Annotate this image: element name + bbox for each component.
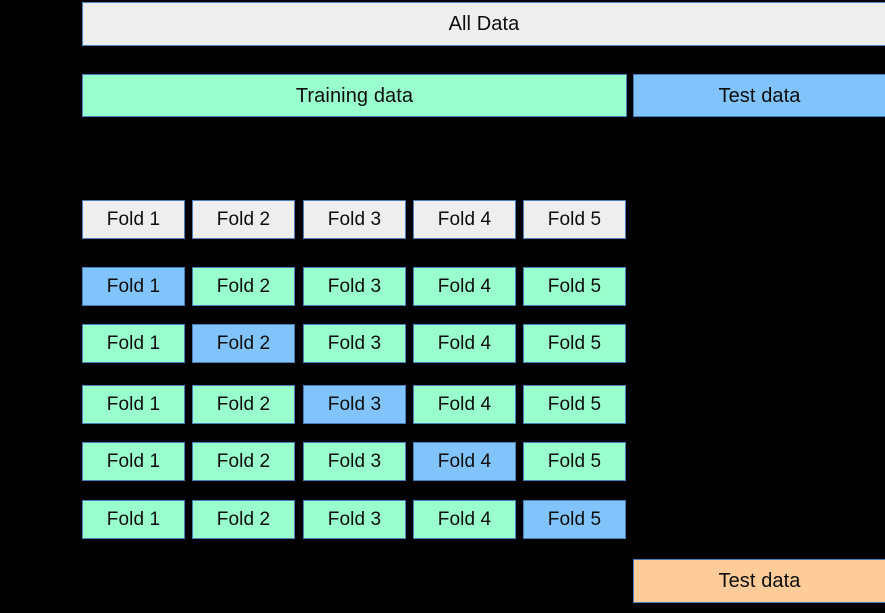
fold-cell-split-1-4: Fold 4: [413, 267, 516, 306]
fold-cell-label: Fold 2: [216, 333, 271, 354]
fold-cell-split-5-4: Fold 4: [413, 500, 516, 539]
fold-cell-folds-unassigned-2: Fold 2: [192, 200, 295, 239]
fold-cell-split-5-1: Fold 1: [82, 500, 185, 539]
fold-cell-label: Fold 3: [327, 394, 382, 415]
fold-cell-label: Fold 4: [437, 276, 492, 297]
fold-cell-split-3-5: Fold 5: [523, 385, 626, 424]
fold-cell-split-2-4: Fold 4: [413, 324, 516, 363]
fold-cell-label: Fold 5: [547, 451, 602, 472]
fold-cell-split-4-2: Fold 2: [192, 442, 295, 481]
fold-cell-label: Fold 4: [437, 333, 492, 354]
fold-cell-label: Fold 1: [106, 394, 161, 415]
fold-cell-split-3-2: Fold 2: [192, 385, 295, 424]
fold-cell-label: Fold 5: [547, 333, 602, 354]
fold-cell-folds-unassigned-1: Fold 1: [82, 200, 185, 239]
fold-cell-split-4-3: Fold 3: [303, 442, 406, 481]
fold-cell-split-5-2: Fold 2: [192, 500, 295, 539]
fold-cell-label: Fold 4: [437, 394, 492, 415]
fold-cell-split-4-5: Fold 5: [523, 442, 626, 481]
fold-cell-label: Fold 3: [327, 276, 382, 297]
fold-cell-label: Fold 2: [216, 276, 271, 297]
fold-cell-label: Fold 3: [327, 209, 382, 230]
fold-cell-split-1-1: Fold 1: [82, 267, 185, 306]
fold-cell-split-3-4: Fold 4: [413, 385, 516, 424]
fold-cell-label: Fold 2: [216, 451, 271, 472]
all-data-label: All Data: [448, 13, 520, 35]
fold-cell-label: Fold 1: [106, 209, 161, 230]
fold-cell-split-2-2: Fold 2: [192, 324, 295, 363]
final-test-data-label: Test data: [718, 570, 801, 592]
fold-cell-split-4-1: Fold 1: [82, 442, 185, 481]
fold-cell-split-1-3: Fold 3: [303, 267, 406, 306]
final-test-data-box: Test data: [633, 559, 885, 603]
fold-cell-split-1-5: Fold 5: [523, 267, 626, 306]
fold-cell-label: Fold 1: [106, 451, 161, 472]
fold-cell-label: Fold 5: [547, 276, 602, 297]
fold-cell-label: Fold 1: [106, 276, 161, 297]
test-data-box: Test data: [633, 74, 885, 117]
fold-cell-label: Fold 1: [106, 509, 161, 530]
fold-cell-label: Fold 4: [437, 451, 492, 472]
fold-cell-split-2-3: Fold 3: [303, 324, 406, 363]
fold-cell-split-5-3: Fold 3: [303, 500, 406, 539]
fold-cell-folds-unassigned-5: Fold 5: [523, 200, 626, 239]
all-data-box: All Data: [82, 2, 885, 46]
fold-cell-label: Fold 3: [327, 333, 382, 354]
fold-cell-split-2-5: Fold 5: [523, 324, 626, 363]
fold-cell-label: Fold 3: [327, 509, 382, 530]
fold-cell-label: Fold 2: [216, 209, 271, 230]
fold-cell-split-5-5: Fold 5: [523, 500, 626, 539]
fold-cell-folds-unassigned-4: Fold 4: [413, 200, 516, 239]
test-data-label: Test data: [718, 84, 801, 107]
fold-cell-split-3-1: Fold 1: [82, 385, 185, 424]
fold-cell-label: Fold 4: [437, 209, 492, 230]
training-data-label: Training data: [295, 84, 414, 107]
fold-cell-label: Fold 5: [547, 509, 602, 530]
fold-cell-label: Fold 2: [216, 509, 271, 530]
fold-cell-split-2-1: Fold 1: [82, 324, 185, 363]
fold-cell-label: Fold 5: [547, 394, 602, 415]
fold-cell-folds-unassigned-3: Fold 3: [303, 200, 406, 239]
fold-cell-split-1-2: Fold 2: [192, 267, 295, 306]
fold-cell-label: Fold 4: [437, 509, 492, 530]
fold-cell-label: Fold 5: [547, 209, 602, 230]
training-data-box: Training data: [82, 74, 627, 117]
fold-cell-split-3-3: Fold 3: [303, 385, 406, 424]
fold-cell-label: Fold 2: [216, 394, 271, 415]
fold-cell-split-4-4: Fold 4: [413, 442, 516, 481]
fold-cell-label: Fold 3: [327, 451, 382, 472]
fold-cell-label: Fold 1: [106, 333, 161, 354]
